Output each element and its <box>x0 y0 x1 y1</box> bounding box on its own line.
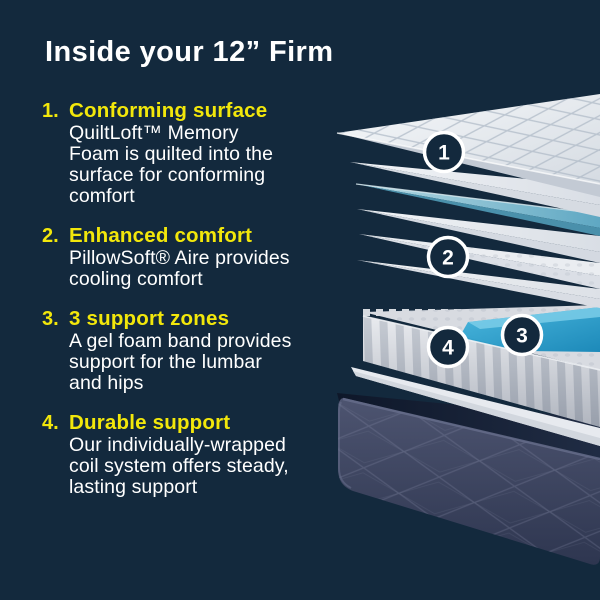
callout-2: 2 <box>426 235 470 279</box>
comfort-foam-layer <box>350 162 600 217</box>
callout-1-number: 1 <box>438 142 450 165</box>
support-foam-edge <box>357 209 600 263</box>
comfort-foam-edge <box>350 162 600 217</box>
quilted-cover-front-edge <box>337 133 600 197</box>
coil-front-top-rim <box>362 315 600 371</box>
transition-foam-layer <box>357 260 600 308</box>
feature-number: 2. <box>42 225 59 247</box>
cooling-layer-rim <box>355 183 600 215</box>
quilted-cover-pattern <box>337 94 600 184</box>
page-title: Inside your 12” Firm <box>45 36 334 68</box>
feature-heading: 3 support zones <box>69 307 230 330</box>
feature-description: QuiltLoft™ Memory Foam is quilted into t… <box>69 122 274 207</box>
feature-number: 4. <box>42 412 59 434</box>
feature-number: 3. <box>42 308 59 330</box>
callout-4: 4 <box>426 325 470 369</box>
base-top-seam <box>342 397 600 461</box>
base-left-piping <box>338 401 352 489</box>
support-foam-layer <box>357 209 600 263</box>
callout-2-number: 2 <box>442 247 454 270</box>
feature-description: PillowSoft® Aire provides cooling comfor… <box>69 247 290 290</box>
memory-foam-layer <box>359 234 600 289</box>
callout-3: 3 <box>500 313 544 357</box>
cooling-layer-edge <box>356 184 600 236</box>
feature-heading: Conforming surface <box>69 99 268 122</box>
coil-base-board-edge <box>353 371 600 446</box>
feature-item-conforming-surface: 1. Conforming surface QuiltLoft™ Memory … <box>42 99 362 207</box>
feature-item-enhanced-comfort: 2. Enhanced comfort PillowSoft® Aire pro… <box>42 224 362 290</box>
callout-1: 1 <box>422 130 466 174</box>
quilted-cover-rim <box>336 132 600 185</box>
feature-description: Our individually-wrapped coil system off… <box>69 434 289 498</box>
callout-4-number: 4 <box>442 337 454 360</box>
callout-3-number: 3 <box>516 325 528 348</box>
transition-foam-edge <box>357 260 600 308</box>
memory-foam-texture <box>359 234 600 289</box>
quilted-cover-layer <box>336 94 600 197</box>
feature-item-support-zones: 3. 3 support zones A gel foam band provi… <box>42 307 362 394</box>
feature-description: A gel foam band provides support for the… <box>69 330 292 394</box>
feature-item-durable-support: 4. Durable support Our individually-wrap… <box>42 411 362 498</box>
base-foundation-layer <box>337 393 600 565</box>
feature-list: 1. Conforming surface QuiltLoft™ Memory … <box>42 99 362 515</box>
feature-heading: Enhanced comfort <box>69 224 253 247</box>
base-quilt-pattern <box>338 398 600 565</box>
cooling-layer <box>355 183 600 236</box>
feature-heading: Durable support <box>69 411 231 434</box>
coil-front-shading <box>363 316 600 427</box>
feature-number: 1. <box>42 100 59 122</box>
